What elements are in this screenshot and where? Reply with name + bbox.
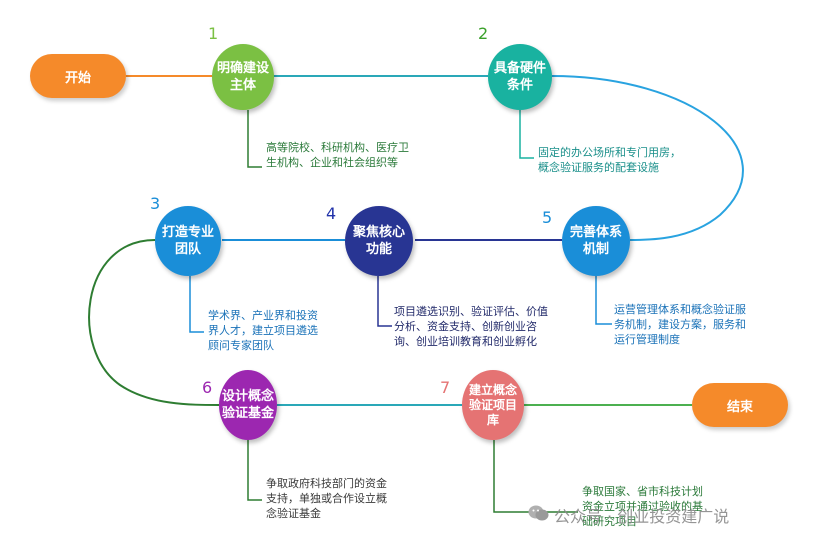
step-4-number: 4	[326, 204, 337, 223]
bracket-7	[493, 440, 578, 513]
step-5-description: 运营管理体系和概念验证服 务机制，建设方案，服务和 运行管理制度	[614, 303, 746, 346]
step-5-number: 5	[542, 208, 553, 227]
step-6-description: 争取政府科技部门的资金 支持，单独或合作设立概 念验证基金	[266, 477, 387, 520]
step-6-number: 6	[202, 378, 213, 397]
connector-3-6	[88, 239, 220, 406]
step-2-number: 2	[478, 24, 489, 43]
step-7-node: 建立概念 验证项目 库	[462, 370, 524, 440]
step-1-number: 1	[208, 24, 219, 43]
step-6-node: 设计概念 验证基金	[219, 370, 277, 440]
bracket-1	[247, 110, 262, 168]
end-node: 结束	[692, 383, 788, 427]
step-4-description: 项目遴选识别、验证评估、价值 分析、资金支持、创新创业咨 询、创业培训教育和创业…	[394, 305, 548, 348]
wechat-icon	[528, 505, 549, 521]
step-1-node: 明确建设 主体	[212, 44, 274, 110]
step-3-number: 3	[150, 194, 161, 213]
step-1-description: 高等院校、科研机构、医疗卫 生机构、企业和社会组织等	[266, 141, 409, 169]
watermark-text: 公众号 · 创业投资建广说	[554, 507, 730, 526]
bracket-3	[189, 276, 204, 333]
step-5-node: 完善体系 机制	[562, 206, 630, 276]
bracket-2	[519, 110, 534, 159]
step-7-number: 7	[440, 378, 451, 397]
bracket-4	[377, 276, 392, 327]
bracket-6	[247, 440, 262, 501]
step-3-description: 学术界、产业界和投资 界人才，建立项目遴选 顾问专家团队	[208, 309, 318, 352]
start-node: 开始	[30, 54, 126, 98]
bracket-5	[595, 276, 612, 325]
step-2-description: 固定的办公场所和专门用房， 概念验证服务的配套设施	[538, 146, 681, 174]
step-3-node: 打造专业 团队	[155, 206, 221, 276]
step-2-node: 具备硬件 条件	[488, 44, 552, 110]
step-7-description: 争取国家、省市科技计划 资金立项并通过验收的基 础研究项目	[582, 485, 703, 528]
connector-2-5	[551, 75, 744, 241]
step-4-node: 聚焦核心 功能	[345, 206, 413, 276]
